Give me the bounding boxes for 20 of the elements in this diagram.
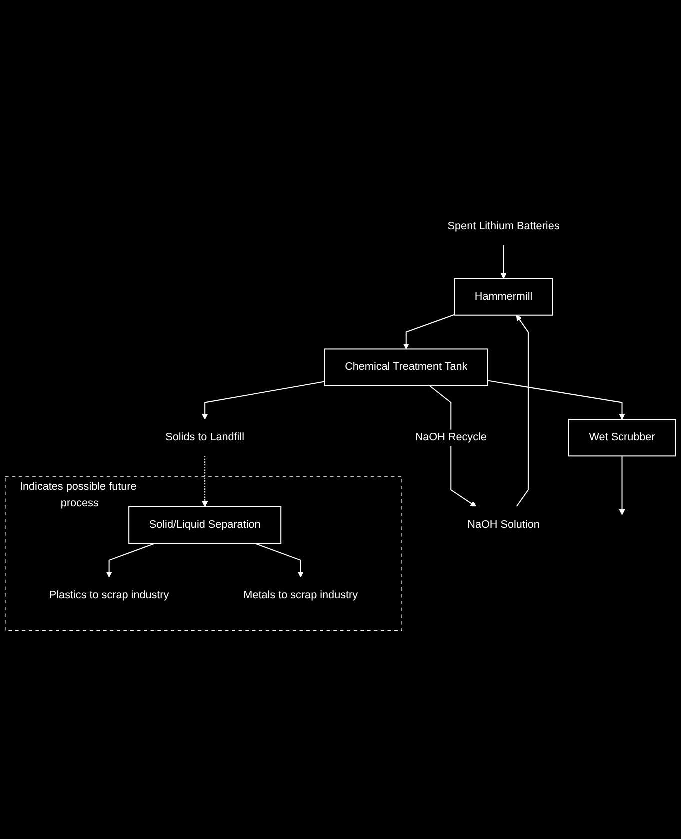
node-text: Plastics to scrap industry	[49, 589, 170, 601]
arrow	[403, 314, 455, 350]
node-text: Metals to scrap industry	[244, 589, 358, 601]
arrow	[619, 456, 626, 516]
arrow	[516, 314, 529, 508]
arrow	[429, 385, 477, 508]
node-box: Wet Scrubber	[568, 418, 676, 457]
arrow	[488, 380, 626, 420]
edge-label: NaOH Recycle	[415, 432, 487, 444]
arrow	[202, 456, 208, 508]
node-box: Hammermill	[454, 278, 554, 316]
arrow	[202, 381, 325, 420]
arrow	[254, 542, 304, 578]
arrow	[500, 244, 507, 279]
node-text: Solids to Landfill	[166, 432, 245, 444]
node-box: Solid/Liquid Separation	[128, 506, 282, 544]
node-text: NaOH Solution	[468, 519, 540, 531]
node-box: Chemical Treatment Tank	[324, 348, 488, 386]
node-text: Spent Lithium Batteries	[448, 220, 560, 232]
arrow	[106, 542, 156, 578]
